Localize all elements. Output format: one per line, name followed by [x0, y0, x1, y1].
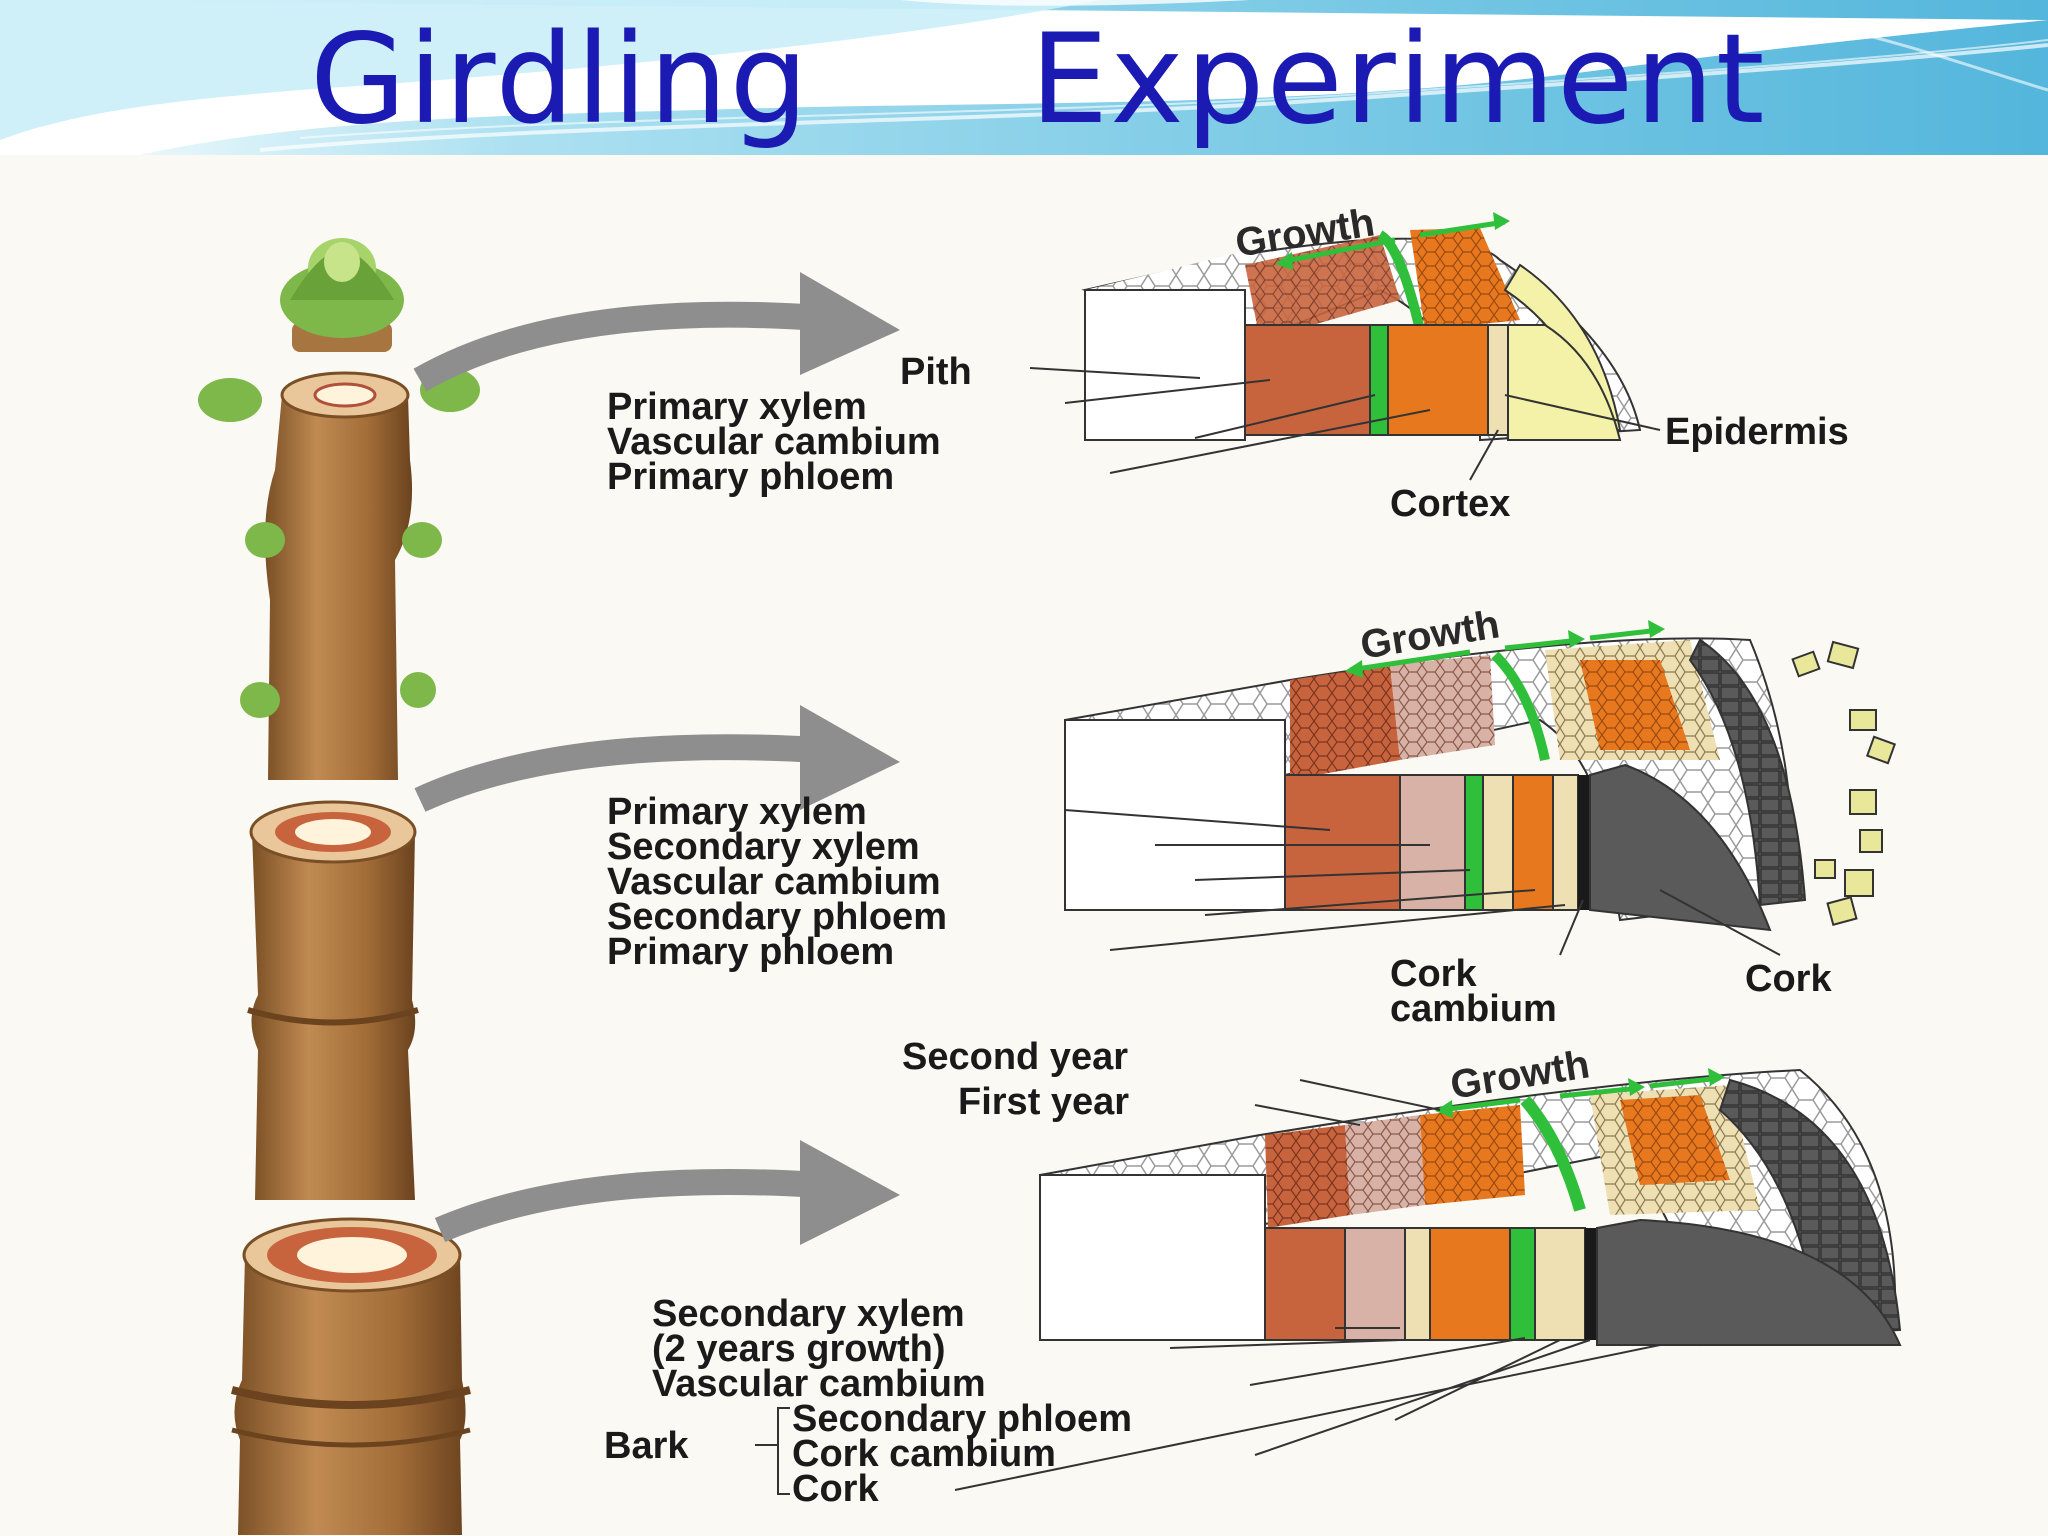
label-second-year: Second year: [902, 1036, 1128, 1078]
label-primary-xylem-1: Primary xylem: [607, 386, 867, 428]
label-bark: Bark: [604, 1425, 689, 1467]
apical-bud: [280, 238, 404, 352]
label-cortex: Cortex: [1390, 483, 1511, 525]
label-epidermis: Epidermis: [1665, 411, 1849, 453]
arrow-3: [434, 1140, 900, 1245]
leaders-panel-3: [755, 1079, 1661, 1495]
label-two-years-growth: (2 years growth): [652, 1328, 946, 1370]
label-primary-phloem-2: Primary phloem: [607, 931, 895, 973]
label-primary-phloem-1: Primary phloem: [607, 456, 895, 498]
arrow-2: [414, 705, 900, 812]
leaders-panel-1: [1029, 367, 1661, 481]
label-secondary-xylem-2: Secondary xylem: [607, 826, 920, 868]
diagram-illustration: [198, 212, 1902, 1535]
label-vascular-cambium-2: Vascular cambium: [607, 861, 941, 903]
girdling-diagram: Growth Pith Primary xylem Vascular cambi…: [0, 155, 2048, 1536]
label-cork-cambium-3: Cork cambium: [792, 1433, 1056, 1475]
label-cork-cambium-line1: Cork: [1390, 953, 1477, 995]
arrow-1: [413, 272, 900, 392]
header-banner: [0, 0, 2048, 160]
stem-upper: [198, 368, 480, 780]
label-vascular-cambium-1: Vascular cambium: [607, 421, 941, 463]
label-secondary-xylem-3: Secondary xylem: [652, 1293, 965, 1335]
wedge-secondary: [1064, 620, 1897, 932]
label-secondary-phloem-2: Secondary phloem: [607, 896, 947, 938]
label-pith: Pith: [900, 351, 972, 393]
stem-middle: [247, 800, 419, 1200]
label-vascular-cambium-3: Vascular cambium: [652, 1363, 986, 1405]
label-cork-cambium-line2: cambium: [1390, 988, 1557, 1030]
label-cork-2: Cork: [1745, 958, 1832, 1000]
title-experiment: Experiment: [1030, 8, 1767, 152]
label-primary-xylem-2: Primary xylem: [607, 791, 867, 833]
leaders-panel-2: [1064, 809, 1781, 956]
stem-lower: [231, 1217, 471, 1535]
wedge-two-year: [1039, 1068, 1902, 1347]
label-first-year: First year: [958, 1081, 1130, 1123]
wedge-primary: [1081, 212, 1642, 442]
label-secondary-phloem-3: Secondary phloem: [792, 1398, 1132, 1440]
title-girdling: Girdling: [310, 8, 811, 152]
label-cork-3: Cork: [792, 1468, 879, 1510]
